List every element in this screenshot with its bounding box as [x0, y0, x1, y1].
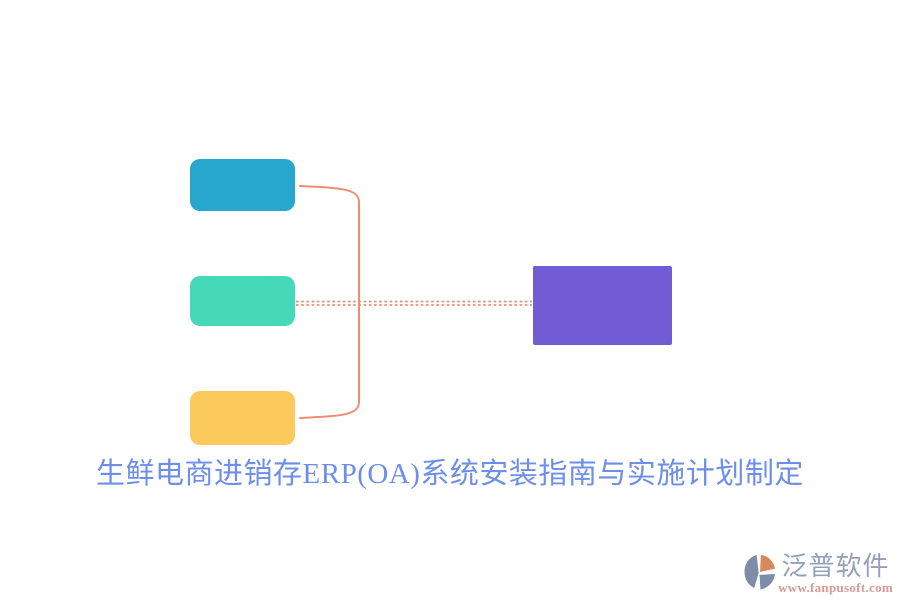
watermark-brand: 泛普软件: [781, 552, 890, 581]
watermark: 泛普软件 www.fanpusoft.com: [743, 552, 893, 595]
fanpu-pinwheel-icon: [744, 555, 776, 590]
bracket-connector: [299, 185, 360, 419]
watermark-text: 泛普软件 www.fanpusoft.com: [778, 552, 893, 595]
node-branch-middle: [190, 276, 295, 326]
node-branch-bottom: [190, 391, 295, 445]
node-root: [533, 266, 672, 345]
page-title: 生鲜电商进销存ERP(OA)系统安装指南与实施计划制定: [96, 458, 804, 490]
watermark-url: www.fanpusoft.com: [778, 580, 893, 595]
node-branch-top: [190, 159, 295, 211]
